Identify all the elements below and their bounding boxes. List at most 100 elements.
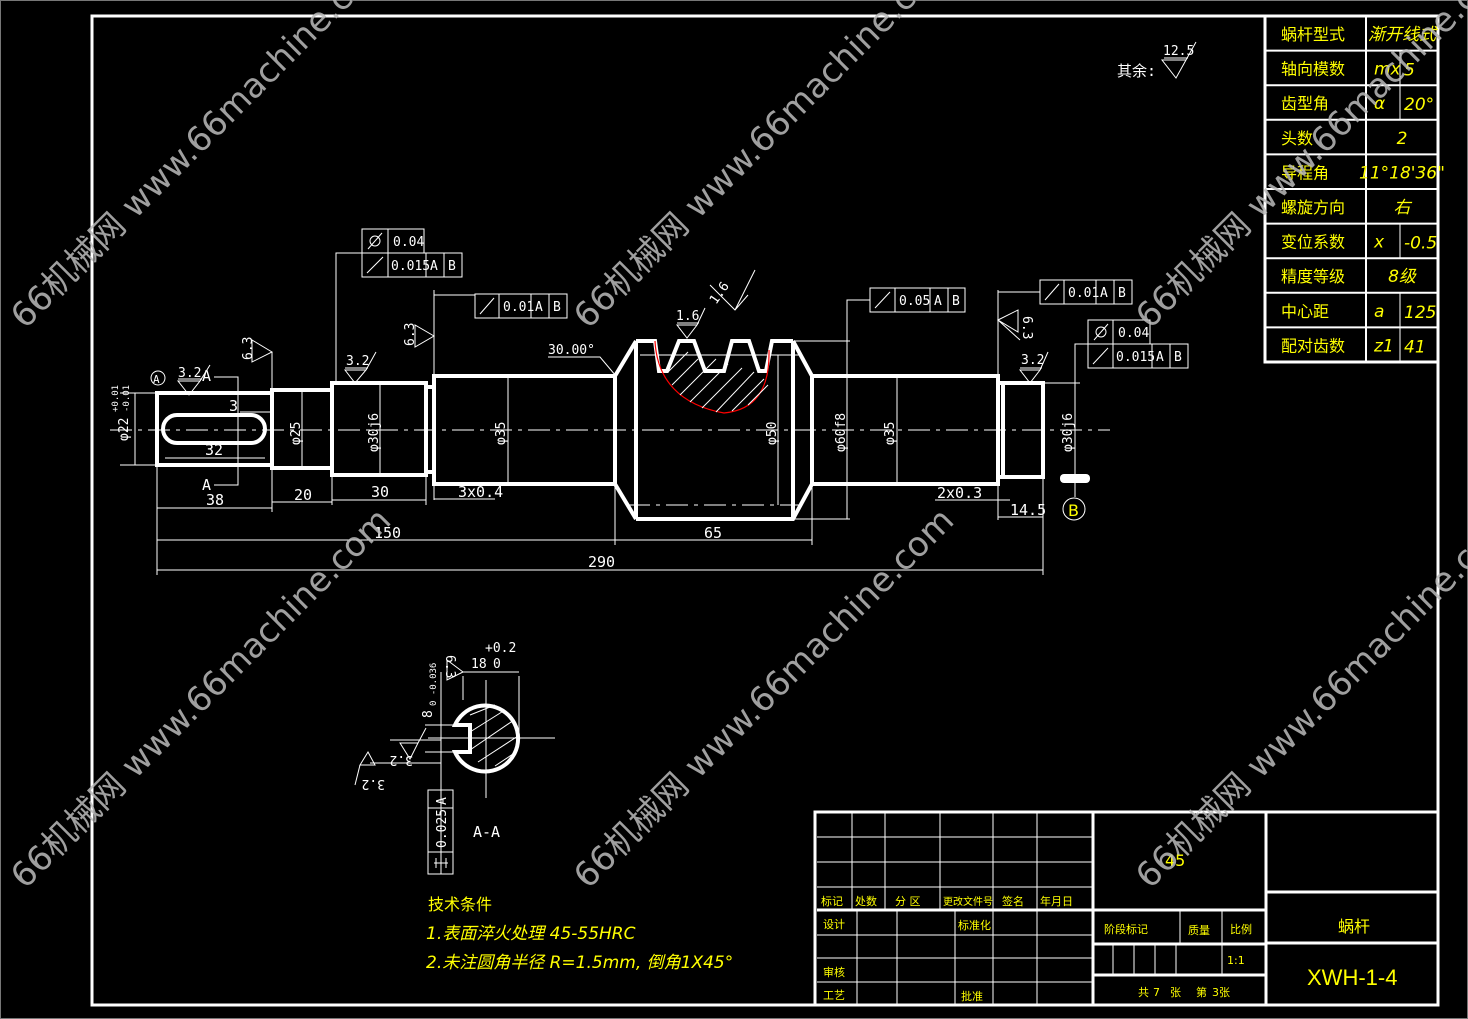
section-mark-top: A [202,367,211,385]
param-row: 中心距 a 125 [1281,292,1436,328]
param-value: 11°18'36" [1359,163,1445,183]
svg-text:B: B [1068,501,1079,520]
svg-text:3张: 3张 [1212,986,1230,999]
section-a-a-view [354,659,555,875]
dim-d25: φ25 [289,422,304,445]
param-label: 头数 [1281,129,1313,148]
param-row: 精度等级 8级 [1281,267,1417,287]
finish-journal-right: 3.2 [1021,353,1044,368]
datum-b-marker [1060,474,1090,483]
gdt-ref-a: A [1156,350,1164,365]
stage-mark-label: 阶段标记 [1104,922,1148,936]
gdt-right-shaft-runout: 0.01 [1068,286,1099,301]
param-label: 精度等级 [1281,267,1345,286]
dim-14-5: 14.5 [1010,501,1046,519]
gdt-ref-a: A [430,259,438,274]
param-value: 2 [1397,129,1408,149]
gdt-left-runout: 0.015 [391,259,430,274]
approve-label: 批准 [961,989,983,1003]
diameter-dimension-lines [120,340,1080,520]
param-value: 20° [1404,95,1434,115]
weight-label: 质量 [1188,924,1210,937]
general-surface-finish: 其余: 12.5 [1117,41,1197,80]
dim-32: 32 [205,441,223,459]
scale-label: 比例 [1230,922,1252,936]
dim-290: 290 [588,553,615,571]
datum-a-symbol: A [150,370,166,386]
drawing-number: XWH-1-4 [1307,965,1397,990]
sheet-count: 共 7 张 第 3张 [1138,985,1230,999]
svg-text:A: A [153,373,160,386]
param-label: 蜗杆型式 [1281,25,1345,44]
param-value: 8级 [1388,267,1417,287]
gdt-ref-a: A [934,294,942,309]
param-label: 配对齿数 [1281,336,1345,355]
gdt-right-cylindricity: 0.04 [1118,326,1149,341]
tech-note-2: 2.未注圆角半径 R=1.5mm, 倒角1X45° [426,953,733,973]
dim-d30j6-right: φ30j6 [1061,413,1076,452]
param-label: 轴向模数 [1281,60,1345,79]
param-label: 螺旋方向 [1281,198,1345,217]
dim-38: 38 [206,491,224,509]
dim-groove-right: 2x0.3 [937,484,982,502]
section-label: A-A [473,823,500,841]
finish-tooth-2: 1.6 [707,279,733,307]
review-label: 审核 [823,965,845,979]
dim-150: 150 [374,524,401,542]
section-width-lower: 0 [493,657,501,672]
svg-text:第: 第 [1196,985,1207,999]
design-label: 设计 [823,918,845,931]
worm-shaft-outline [155,339,1090,521]
param-value: 5 [1404,61,1415,81]
worm-tooth-profile [636,339,793,373]
dim-30: 30 [371,483,389,501]
svg-text:66机械网 www.66machine.com: 66机械网 www.66machine.com [3,0,399,336]
param-value: 渐开线式 [1368,25,1438,45]
dim-angle: 30.00° [548,343,595,358]
right-journal [1001,381,1045,479]
finish-key-top: 3.2 [178,366,201,381]
section-finish-side1: 3.2 [390,752,413,767]
svg-text:66机械网 www.66machine.com: 66机械网 www.66machine.com [1128,500,1468,896]
gdt-right-shaft [998,279,1133,305]
svg-text:处数: 处数 [855,895,877,908]
section-depth: 8 [421,710,436,718]
gdt-ref-a: A [535,300,543,315]
gdt-worm-runout: 0.05 [899,294,930,309]
svg-text:标记: 标记 [821,894,843,908]
finish-tooth-1: 1.6 [676,309,699,324]
dim-d30j6-left: φ30j6 [367,413,382,452]
process-label: 工艺 [823,989,845,1002]
param-value: 125 [1404,303,1436,323]
param-label: 齿型角 [1281,94,1329,113]
dim-d22-tol-upper: +0.01 [111,385,121,412]
section-width-upper: +0.2 [485,641,516,656]
gdt-ref-b: B [448,259,456,274]
section-cut-marks: A A [202,367,239,494]
surface-finish-symbols [176,269,1049,396]
left-shaft-d35 [432,374,617,486]
gdt-ref-a: A [1100,286,1108,301]
svg-text:66机械网 www.66machine.com: 66机械网 www.66machine.com [566,0,962,336]
section-boundary-curve [654,340,770,414]
param-value: -0.5 [1404,234,1437,254]
svg-text:张: 张 [1170,986,1181,999]
param-symbol: a [1374,302,1384,322]
svg-text:共: 共 [1138,986,1149,999]
dim-d22-tol-lower: -0.01 [122,385,132,412]
finish-journal-left: 3.2 [346,354,369,369]
general-finish-value: 12.5 [1163,44,1194,59]
dim-20: 20 [294,486,312,504]
param-symbol: x [1373,233,1385,253]
keyway-slot [161,413,267,445]
param-label: 中心距 [1281,302,1329,321]
svg-text:年月日: 年月日 [1040,894,1073,908]
datum-b-symbol: B [1062,483,1086,521]
gdt-ref-b: B [1174,350,1182,365]
